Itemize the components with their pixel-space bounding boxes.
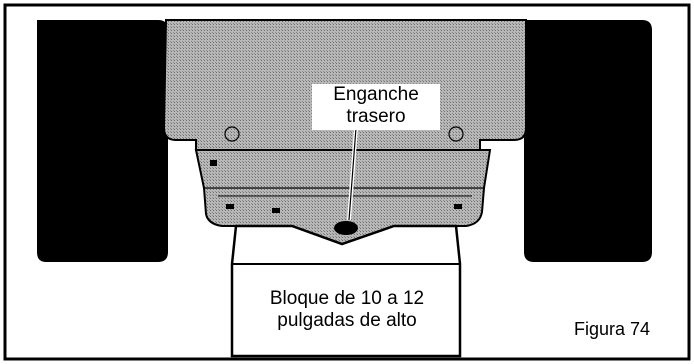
rear-hitch-callout: Enganche trasero [312,84,440,130]
bolt-hole-icon [224,126,240,142]
callout-leader-stroke [348,127,357,221]
bolt-icon [454,204,462,209]
support-block [230,224,462,358]
bolt-icon [226,204,234,209]
block-label: Bloque de 10 a 12 pulgadas de alto [236,288,458,332]
bolt-hole-icon [448,126,464,142]
bolt-icon [210,160,217,166]
block-label-line-2: pulgadas de alto [277,310,417,331]
callout-line-2: trasero [346,106,406,127]
bolt-icon [272,208,280,213]
right-tire [524,20,652,262]
hitch-hole-icon [334,221,358,235]
callout-line-1: Enganche [333,84,419,105]
left-tire [37,20,168,262]
block-label-line-1: Bloque de 10 a 12 [269,288,425,309]
figure-caption: Figura 74 [574,319,651,339]
